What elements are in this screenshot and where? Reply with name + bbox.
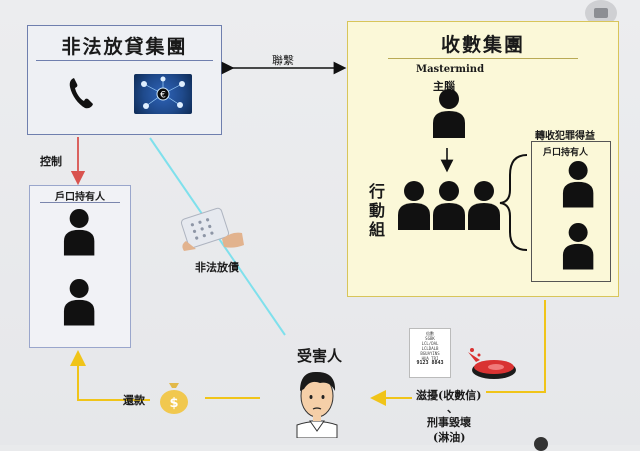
title-divider: [388, 58, 578, 59]
money-bag-icon: $: [158, 377, 190, 415]
svg-text:€: €: [160, 91, 166, 101]
repay-label: 還款: [123, 394, 145, 407]
separator-label: 、: [447, 402, 458, 415]
phone-app-icon: [178, 205, 246, 253]
title-divider: [40, 202, 120, 203]
victim-avatar: [292, 363, 342, 439]
action-group-label: 行動組: [368, 182, 385, 239]
harass-label: 滋擾(收數信): [416, 389, 482, 402]
title-divider: [36, 60, 213, 61]
account-holder-person-icon: [63, 278, 95, 326]
proceeds-holder-person-icon: [562, 222, 594, 270]
paint-label: (淋油): [433, 431, 466, 444]
victim-label: 受害人: [297, 347, 343, 365]
collection-letter: 倍數 SGBK LCL/DAL LCLDALB BGUAYINS HUA TRI…: [409, 328, 451, 378]
network-icon: €: [134, 74, 192, 114]
action-member-person-icon: [468, 181, 500, 230]
illegal-loan-label: 非法放債: [195, 261, 239, 274]
paint-can-icon: [466, 346, 518, 382]
accounts-subtitle: 戶口持有人: [543, 148, 589, 158]
action-member-person-icon: [433, 181, 465, 230]
collector-flow-line: [486, 300, 546, 393]
proceeds-holder-person-icon: [562, 160, 594, 208]
account-holders-title: 戶口持有人: [55, 192, 105, 203]
control-label: 控制: [40, 155, 62, 168]
illegal-lender-title: 非法放貸集團: [61, 36, 188, 58]
action-member-person-icon: [398, 181, 430, 230]
link-label: 聯繫: [272, 54, 294, 67]
illegal-lender-group-box: 非法放貸集團 €: [27, 25, 222, 135]
account-holder-person-icon: [63, 208, 95, 256]
repay-line-left: [70, 350, 150, 401]
phone-icon: [69, 78, 93, 109]
presenter-cursor: [534, 437, 548, 451]
svg-text:$: $: [169, 396, 178, 411]
mastermind-label-en: Mastermind: [416, 64, 485, 75]
brace: [499, 154, 528, 251]
criminal-damage-label: 刑事毀壞: [427, 416, 471, 429]
collection-group-title: 收數集團: [440, 34, 525, 56]
mastermind-person-icon: [433, 89, 465, 138]
proceeds-title: 轉收犯罪得益: [535, 131, 595, 142]
